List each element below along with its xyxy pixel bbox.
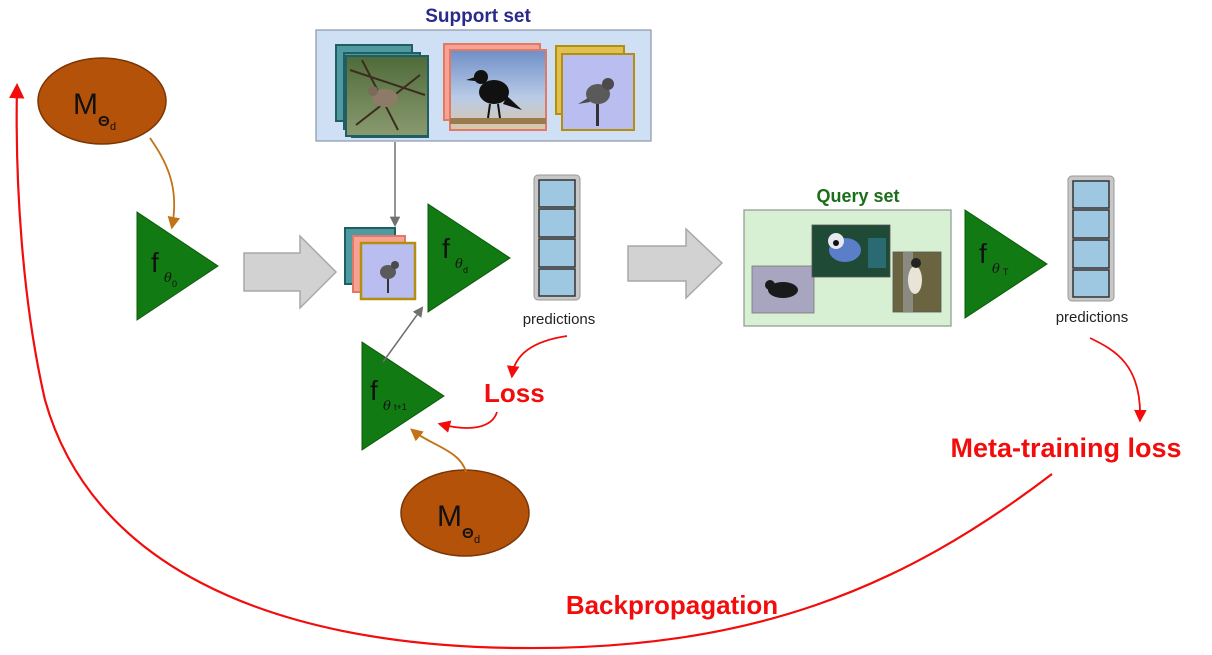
predictions-to-loss-arrow: [506, 335, 568, 379]
backpropagation-label: Backpropagation: [566, 590, 778, 620]
flow-arrow-1: [243, 234, 338, 310]
prediction-1-cell: [538, 268, 576, 297]
model-fd-subsub: d: [463, 265, 468, 275]
model-f0-triangle: [136, 211, 219, 321]
model-ft1-triangle: [361, 341, 445, 451]
query-set-group: Query set: [743, 186, 952, 327]
flow-arrow-2: [627, 227, 724, 300]
support-set-title: Support set: [425, 6, 531, 27]
model-fT-letter: f: [979, 238, 987, 269]
model-f0-subsub: 0: [172, 279, 177, 289]
meta-net-top-subsub: d: [110, 121, 116, 133]
meta-net-top-letter: M: [73, 88, 98, 121]
support-set-group: Support set: [315, 6, 652, 142]
model-ft1-sub: θ: [383, 399, 391, 414]
predictions-1-label: predictions: [523, 311, 596, 328]
ft1-to-fd-arrow: [382, 306, 424, 363]
prediction-2-cell: [1072, 180, 1110, 209]
model-fd-letter: f: [442, 233, 450, 264]
meta-net-bottom-subsub: d: [474, 534, 480, 546]
meta-to-ft1-arrow: [410, 428, 467, 473]
meta-net-bottom-letter: M: [437, 500, 462, 533]
support-image-stack-gold: [555, 45, 635, 131]
model-f-theta-0: f θ 0: [136, 211, 219, 321]
model-fd-sub: θ: [455, 257, 463, 272]
support-image-stack-salmon: [443, 43, 547, 131]
meta-net-top-ellipse: [37, 57, 167, 145]
meta-net-top-sub: Θ: [98, 113, 110, 130]
model-f0-letter: f: [151, 247, 159, 278]
meta-net-bottom: M Θ d: [400, 469, 530, 557]
loss-label: Loss: [484, 378, 545, 408]
model-fT-sub: θ: [992, 262, 1000, 277]
query-set-title: Query set: [816, 186, 899, 206]
prediction-1-cell: [538, 238, 576, 268]
predictions-2-label: predictions: [1056, 309, 1129, 326]
prediction-1-cell: [538, 208, 576, 238]
prediction-2-cell: [1072, 209, 1110, 239]
meta-net-bottom-sub: Θ: [462, 525, 474, 542]
meta-training-loss-label: Meta-training loss: [950, 433, 1181, 463]
prediction-2-cell: [1072, 269, 1110, 298]
backpropagation-arrow: [9, 82, 1053, 650]
model-fT-subsub: T: [1003, 267, 1009, 277]
prediction-vector-2: [1067, 175, 1115, 302]
loss-to-ft1-arrow: [437, 411, 498, 433]
model-f-theta-d: f θ d: [427, 203, 511, 313]
model-fT-triangle: [964, 209, 1048, 319]
meta-net-top: M Θ d: [37, 57, 167, 145]
model-ft1-letter: f: [370, 375, 378, 406]
prediction-1-cell: [538, 179, 576, 208]
model-f0-sub: θ: [164, 271, 172, 286]
support-thumbnails: [344, 227, 417, 301]
meta-to-f0-arrow: [149, 137, 181, 230]
predictions-to-meta-loss-arrow: [1089, 337, 1147, 423]
support-image-stack-teal: [335, 44, 429, 138]
prediction-vector-1: [533, 174, 581, 301]
meta-net-bottom-ellipse: [400, 469, 530, 557]
model-f-theta-t1: f θ t+1: [361, 341, 445, 451]
prediction-2-cell: [1072, 239, 1110, 269]
model-f-theta-T: f θ T: [964, 209, 1048, 319]
model-ft1-subsub: t+1: [394, 402, 407, 412]
model-fd-triangle: [427, 203, 511, 313]
